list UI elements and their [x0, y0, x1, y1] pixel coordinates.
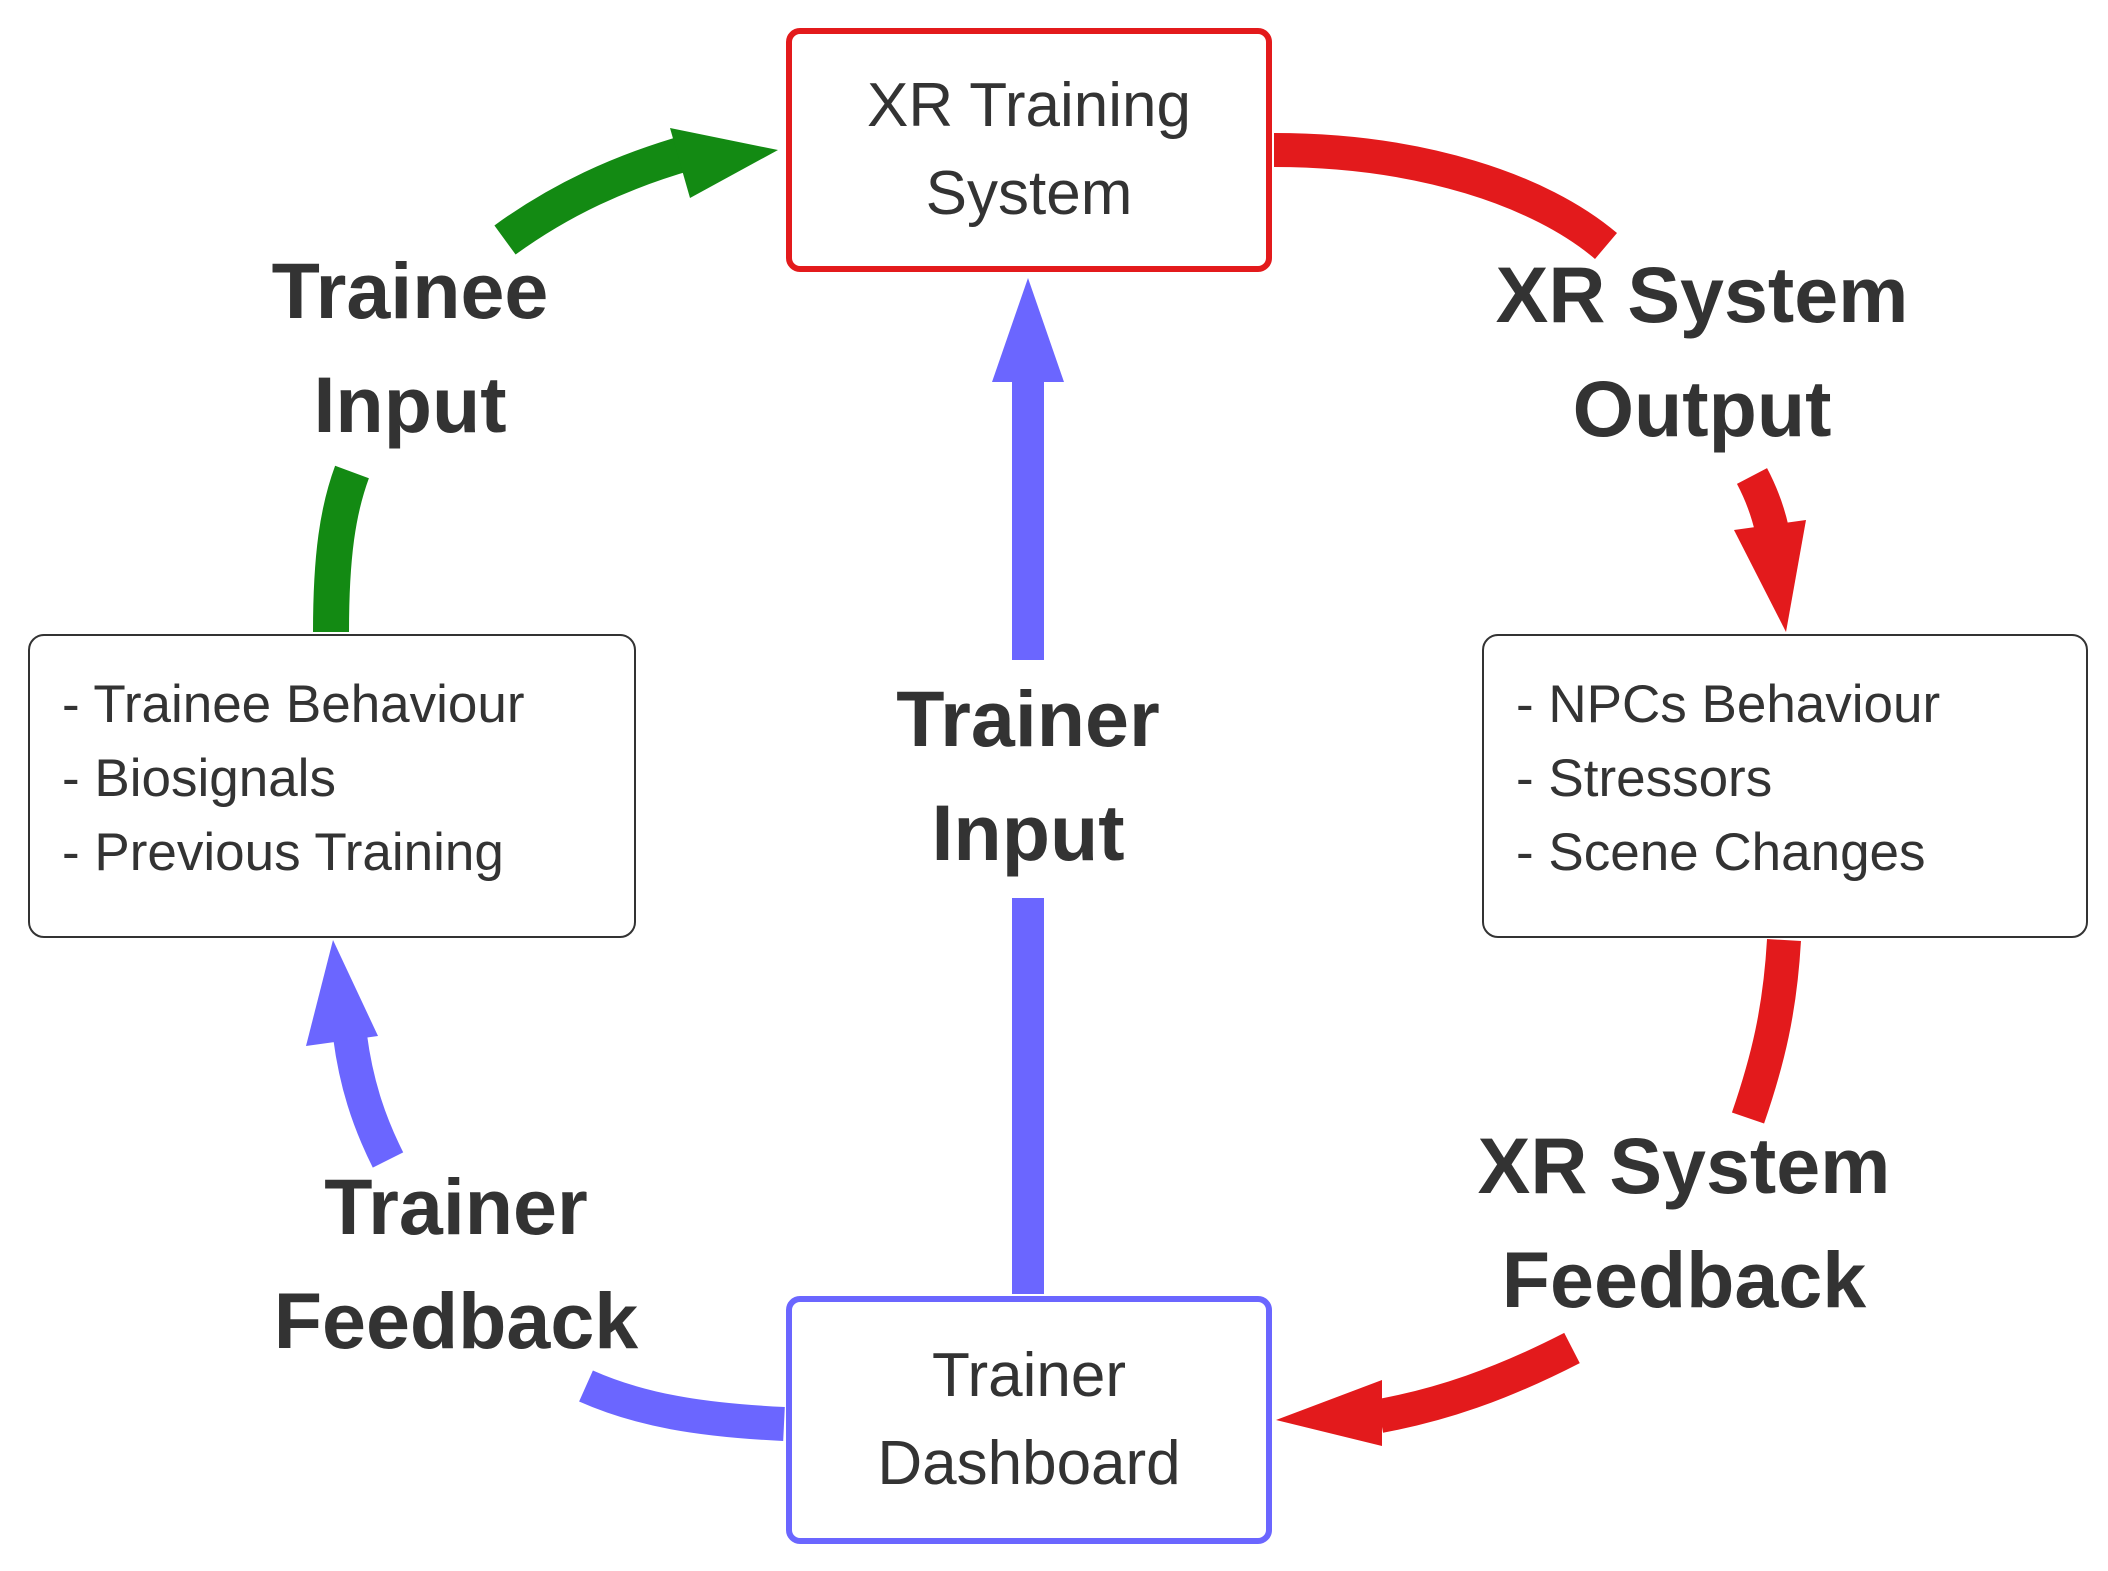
xr-output-arrowhead [1734, 520, 1806, 632]
xr-output-arc-lower [1736, 468, 1789, 534]
trainer-feedback-arc-lower [579, 1370, 785, 1441]
trainer-feedback-label: Trainer Feedback [274, 1150, 638, 1378]
xr-system-output-label-line-2: Output [1572, 364, 1832, 453]
xr-system-feedback-label-line-2: Feedback [1501, 1235, 1867, 1324]
xr-output-data-item: - NPCs Behaviour [1516, 675, 1941, 734]
trainer-dashboard-box: Trainer Dashboard [786, 1296, 1272, 1544]
xr-feedback-arc-upper [1731, 939, 1801, 1124]
trainer-feedback-arc-upper [333, 1033, 404, 1168]
trainee-input-arrowhead [670, 128, 778, 198]
trainer-dashboard-line-1: Trainer [931, 1341, 1127, 1410]
xr-feedback-arrowhead [1276, 1380, 1382, 1446]
trainee-input-label: Trainee Input [272, 234, 549, 462]
trainee-data-item: - Trainee Behaviour [62, 675, 525, 734]
trainer-feedback-label-line-1: Trainer [324, 1162, 588, 1251]
xr-system-feedback-label: XR System Feedback [1478, 1109, 1891, 1337]
trainee-input-arc [313, 465, 369, 633]
xr-system-feedback-label-line-1: XR System [1477, 1121, 1891, 1210]
trainee-input-label-line-1: Trainee [271, 246, 549, 335]
trainee-data-box: - Trainee Behaviour - Biosignals - Previ… [28, 634, 636, 938]
trainer-dashboard-line-2: Dashboard [877, 1429, 1181, 1498]
xr-training-system-box: XR Training System [786, 28, 1272, 272]
trainee-data-item: - Biosignals [62, 749, 336, 808]
xr-output-data-box: - NPCs Behaviour - Stressors - Scene Cha… [1482, 634, 2088, 938]
trainer-feedback-arrowhead [306, 940, 378, 1046]
xr-output-data-item: - Stressors [1516, 749, 1773, 808]
xr-system-output-label-line-1: XR System [1495, 250, 1909, 339]
trainer-input-arrowhead [992, 278, 1064, 382]
xr-training-system-line-2: System [925, 159, 1133, 228]
trainee-input-arc-upper [494, 134, 695, 255]
trainer-input-label-line-1: Trainer [896, 674, 1160, 763]
trainer-input-label: Trainer Input [896, 662, 1159, 890]
xr-system-output-label: XR System Output [1496, 238, 1909, 466]
trainee-input-label-line-2: Input [313, 360, 507, 449]
trainer-input-label-line-2: Input [931, 788, 1125, 877]
xr-feedback-arc-lower [1376, 1332, 1580, 1433]
xr-output-arc-upper [1273, 133, 1617, 260]
trainer-feedback-label-line-2: Feedback [273, 1276, 639, 1365]
xr-output-data-item: - Scene Changes [1516, 823, 1926, 882]
trainee-data-item: - Previous Training [62, 823, 504, 882]
xr-training-system-line-1: XR Training [867, 71, 1191, 140]
